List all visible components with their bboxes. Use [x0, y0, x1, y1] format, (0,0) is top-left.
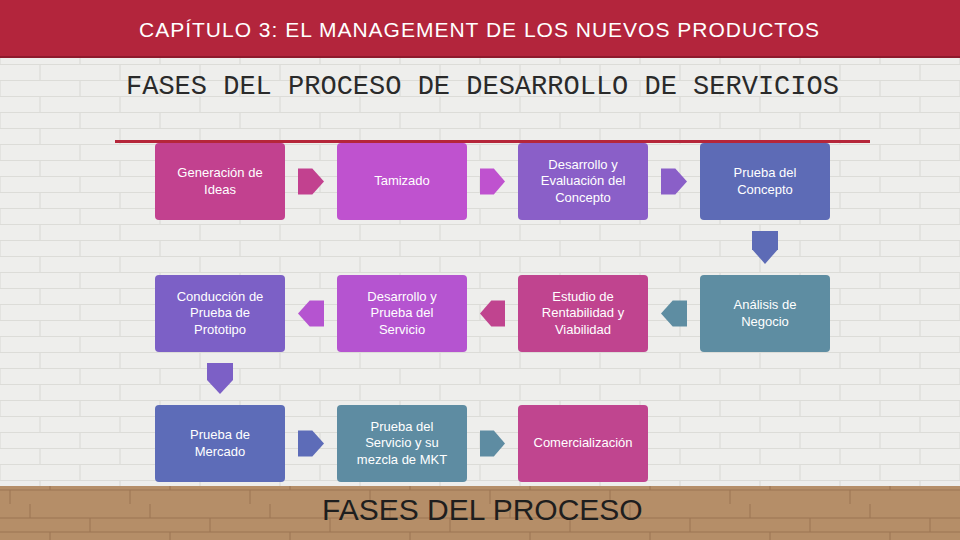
block-arrow	[207, 363, 233, 394]
process-box: Análisis de Negocio	[700, 275, 830, 352]
process-box: Prueba del Concepto	[700, 143, 830, 220]
box-text: Desarrollo y Evaluación del Concepto	[528, 157, 638, 206]
diagram-title: FASES DEL PROCESO DE DESARROLLO DE SERVI…	[126, 72, 839, 102]
process-box: Tamizado	[337, 143, 467, 220]
box-text: Generación de Ideas	[165, 165, 275, 198]
process-box: Estudio de Rentabilidad y Viabilidad	[518, 275, 648, 352]
process-box: Desarrollo y Evaluación del Concepto	[518, 143, 648, 220]
block-arrow	[661, 169, 687, 195]
process-box: Prueba del Servicio y su mezcla de MKT	[337, 405, 467, 482]
block-arrow	[480, 301, 505, 327]
box-text: Desarrollo y Prueba del Servicio	[347, 289, 457, 338]
process-box: Desarrollo y Prueba del Servicio	[337, 275, 467, 352]
process-box: Prueba de Mercado	[155, 405, 285, 482]
block-arrow	[298, 169, 324, 195]
box-text: Conducción de Prueba de Prototipo	[165, 289, 275, 338]
box-text: Prueba del Servicio y su mezcla de MKT	[347, 419, 457, 468]
box-text: Prueba del Concepto	[710, 165, 820, 198]
box-text: Comercialización	[534, 435, 633, 451]
box-text: Prueba de Mercado	[165, 427, 275, 460]
box-text: Tamizado	[374, 173, 430, 189]
block-arrow	[661, 301, 687, 327]
header-bar-edge	[0, 56, 960, 58]
process-box: Comercialización	[518, 405, 648, 482]
process-box: Generación de Ideas	[155, 143, 285, 220]
block-arrow	[298, 431, 324, 457]
wood-floor	[0, 486, 960, 540]
process-box: Conducción de Prueba de Prototipo	[155, 275, 285, 352]
block-arrow	[480, 169, 505, 195]
box-text: Análisis de Negocio	[710, 297, 820, 330]
block-arrow	[752, 231, 778, 264]
box-text: Estudio de Rentabilidad y Viabilidad	[528, 289, 638, 338]
header-bar	[0, 0, 960, 58]
diagram-caption: FASES DEL PROCESO	[322, 493, 643, 527]
block-arrow	[298, 301, 324, 327]
block-arrow	[480, 431, 505, 457]
header-text: CAPÍTULO 3: EL MANAGEMENT DE LOS NUEVOS …	[139, 18, 820, 42]
